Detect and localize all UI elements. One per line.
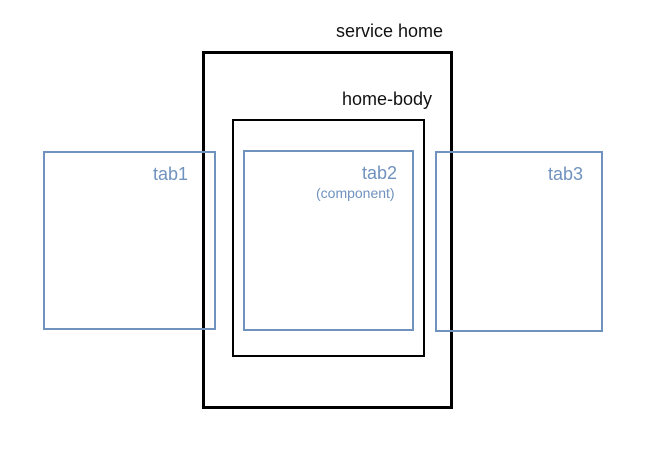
tab3-label: tab3 — [548, 164, 584, 184]
tab3-box — [435, 151, 603, 332]
home-body-container — [232, 119, 425, 357]
tab1-label: tab1 — [153, 164, 189, 184]
tab2-component-label: (component) — [316, 185, 395, 201]
tab1-box — [43, 151, 216, 330]
service-home-container — [202, 51, 453, 409]
home-body-label: home-body — [342, 89, 433, 109]
tab2-label: tab2 — [362, 163, 398, 183]
service-home-label: service home — [336, 21, 444, 41]
tab2-box — [243, 150, 414, 331]
